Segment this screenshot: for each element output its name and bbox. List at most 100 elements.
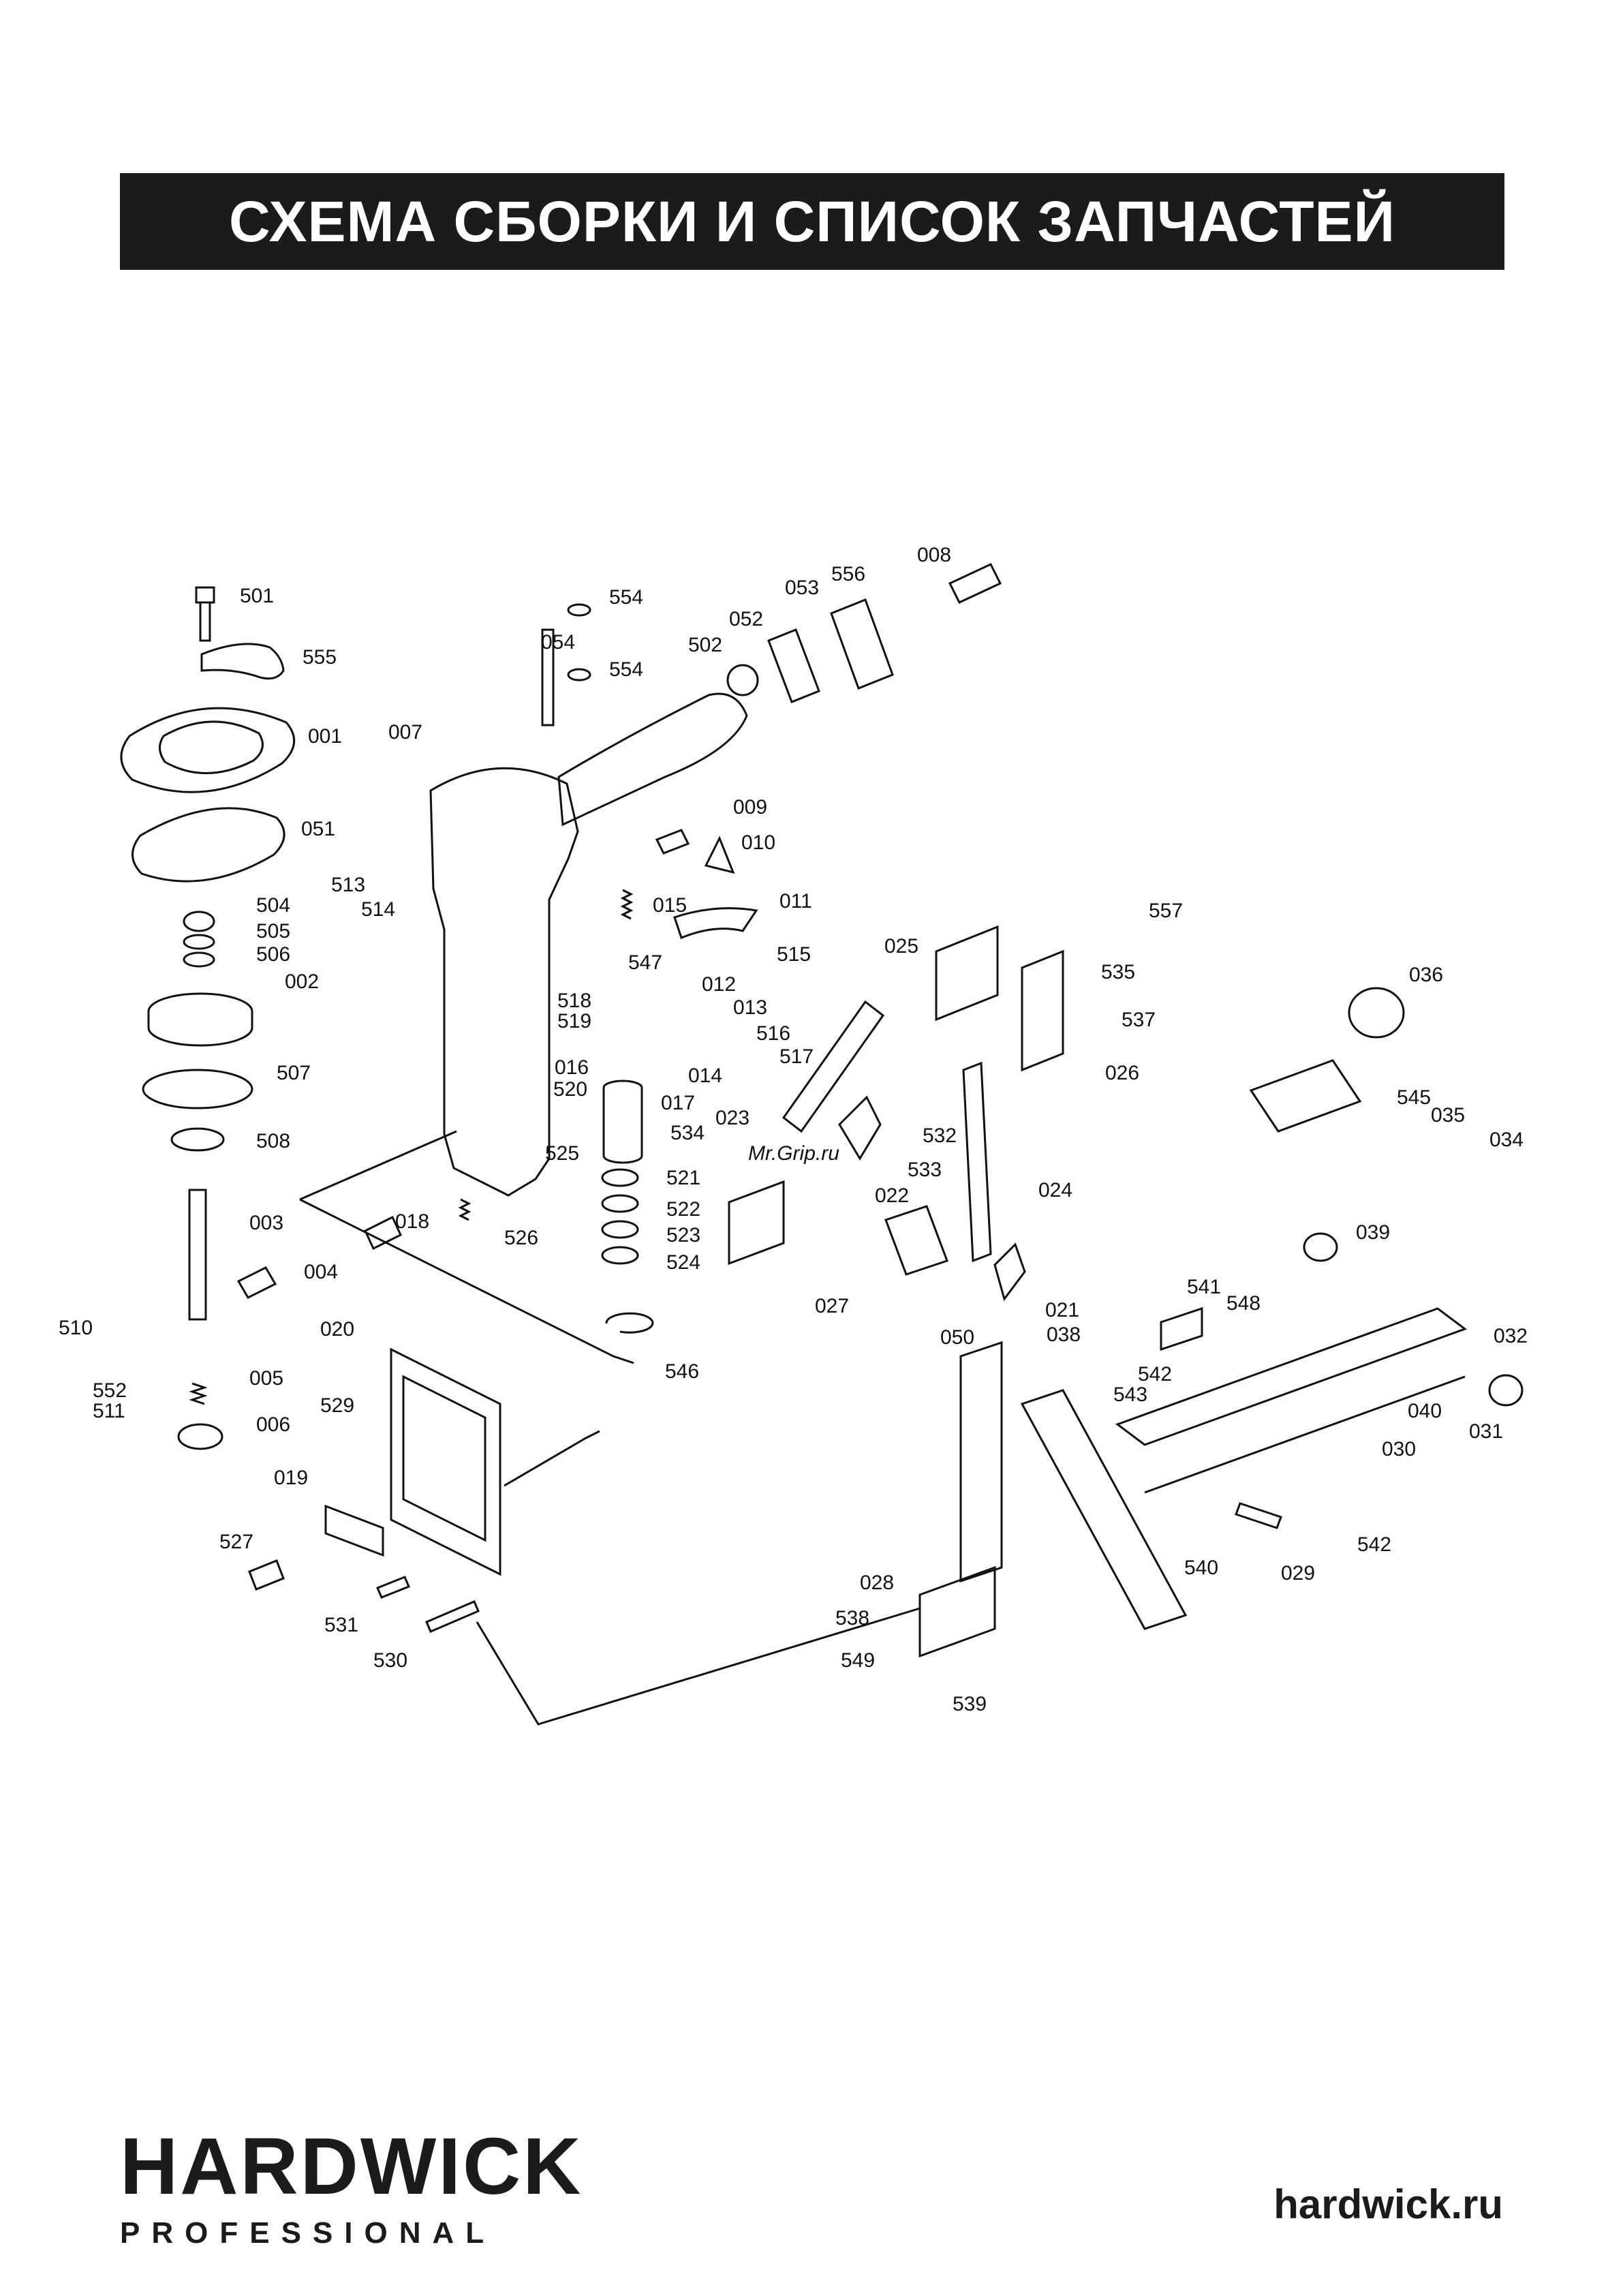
- gasket-051: [132, 807, 285, 883]
- part-label: 532: [923, 1124, 957, 1147]
- part-label: 036: [1409, 964, 1443, 986]
- part-label: 011: [779, 890, 812, 913]
- end-cap-053: [830, 598, 894, 690]
- part-label: 031: [1469, 1420, 1503, 1443]
- part-label: 534: [670, 1122, 705, 1144]
- brand-subtitle: PROFESSIONAL: [120, 2216, 496, 2250]
- part-label: 541: [1187, 1276, 1221, 1298]
- part-label: 007: [388, 721, 422, 744]
- magazine-030: [1115, 1307, 1468, 1494]
- ring-546: [605, 1312, 654, 1334]
- part-label: 004: [304, 1261, 338, 1283]
- frame-line-2: [504, 1430, 600, 1487]
- part-label: 005: [249, 1367, 283, 1390]
- o-ring-554-top: [567, 603, 591, 617]
- part-label: 054: [541, 631, 575, 654]
- bracket-555: [200, 643, 285, 680]
- part-label: 542: [1357, 1533, 1391, 1556]
- part-label: 554: [609, 658, 643, 681]
- spring-005: [189, 1382, 208, 1405]
- cap-039: [1303, 1232, 1338, 1262]
- cylinder-cap-001: [120, 707, 296, 793]
- part-label: 533: [908, 1159, 942, 1181]
- part-label: 052: [729, 608, 763, 630]
- part-label: 014: [688, 1065, 722, 1087]
- handle-007: [557, 692, 748, 827]
- part-label: 515: [777, 943, 811, 966]
- part-label: 038: [1047, 1323, 1081, 1346]
- bracket-036: [1249, 1059, 1362, 1133]
- frame-line-1: [299, 1130, 634, 1364]
- frame-line-3: [476, 1607, 921, 1726]
- ring-506: [183, 951, 215, 968]
- o-ring-523: [601, 1220, 639, 1239]
- block-548: [1160, 1306, 1203, 1351]
- part-label: 050: [940, 1326, 974, 1349]
- part-label: 017: [661, 1092, 695, 1114]
- part-label: 514: [361, 898, 395, 921]
- part-label: 539: [953, 1693, 987, 1715]
- part-label: 008: [917, 544, 951, 566]
- part-label: 507: [277, 1062, 311, 1084]
- block-027: [728, 1180, 785, 1266]
- part-label: 024: [1038, 1179, 1072, 1201]
- piston-002: [147, 992, 253, 1047]
- page-title: СХЕМА СБОРКИ И СПИСОК ЗАПЧАСТЕЙ: [229, 189, 1395, 254]
- part-label: 010: [741, 831, 775, 854]
- part-label: 524: [666, 1251, 700, 1274]
- part-label: 009: [733, 796, 767, 818]
- part-label: 537: [1122, 1009, 1156, 1031]
- collar-006: [177, 1423, 223, 1450]
- lever-010: [704, 836, 735, 874]
- part-label: 542: [1138, 1363, 1172, 1386]
- filter-502: [726, 664, 759, 697]
- part-label: 540: [1184, 1557, 1218, 1579]
- brand-logo: HARDWICK PROFESSIONAL: [120, 2126, 583, 2250]
- plate-029: [1235, 1502, 1282, 1529]
- part-label: 518: [557, 990, 591, 1012]
- frame-038: [959, 1341, 1188, 1630]
- watermark: Mr.Grip.ru: [748, 1142, 839, 1165]
- page-title-bar: СХЕМА СБОРКИ И СПИСОК ЗАПЧАСТЕЙ: [120, 173, 1504, 270]
- part-label: 013: [733, 996, 767, 1019]
- part-labels: 501 555 001 051 504 505 506 002 507 508 …: [59, 544, 1528, 1715]
- part-label: 523: [666, 1224, 700, 1246]
- part-label: 548: [1226, 1292, 1261, 1315]
- part-label: 040: [1408, 1400, 1442, 1422]
- part-label: 510: [59, 1317, 93, 1339]
- part-label: 549: [841, 1649, 875, 1672]
- part-label: 557: [1149, 900, 1183, 922]
- part-label: 016: [555, 1056, 589, 1079]
- part-label: 525: [545, 1142, 579, 1165]
- part-label: 526: [504, 1227, 538, 1249]
- part-label: 520: [553, 1078, 587, 1101]
- part-label: 552: [93, 1379, 127, 1402]
- part-label: 028: [860, 1572, 894, 1594]
- part-label: 025: [884, 935, 918, 958]
- part-label: 029: [1281, 1562, 1315, 1585]
- part-label: 030: [1382, 1438, 1416, 1460]
- part-label: 521: [666, 1167, 700, 1189]
- part-label: 555: [303, 646, 337, 669]
- driver-003: [188, 1189, 207, 1321]
- part-label: 543: [1113, 1383, 1147, 1406]
- part-label: 511: [93, 1400, 125, 1422]
- part-label: 035: [1431, 1104, 1465, 1127]
- part-label: 516: [756, 1022, 790, 1045]
- o-ring-524: [601, 1246, 639, 1265]
- washer-505: [183, 934, 215, 950]
- part-label: 522: [666, 1198, 700, 1221]
- o-ring-521: [601, 1168, 639, 1187]
- part-label: 554: [609, 586, 643, 609]
- plate-050: [884, 1205, 948, 1276]
- part-label: 051: [301, 818, 335, 840]
- website-link[interactable]: hardwick.ru: [1273, 2182, 1503, 2227]
- brand-name: HARDWICK: [120, 2122, 583, 2211]
- part-label: 545: [1397, 1086, 1431, 1109]
- part-label: 020: [320, 1318, 354, 1341]
- part-label: 001: [308, 725, 342, 748]
- pin-054: [541, 628, 555, 726]
- part-label: 556: [831, 563, 865, 585]
- fitting-008: [948, 563, 1002, 604]
